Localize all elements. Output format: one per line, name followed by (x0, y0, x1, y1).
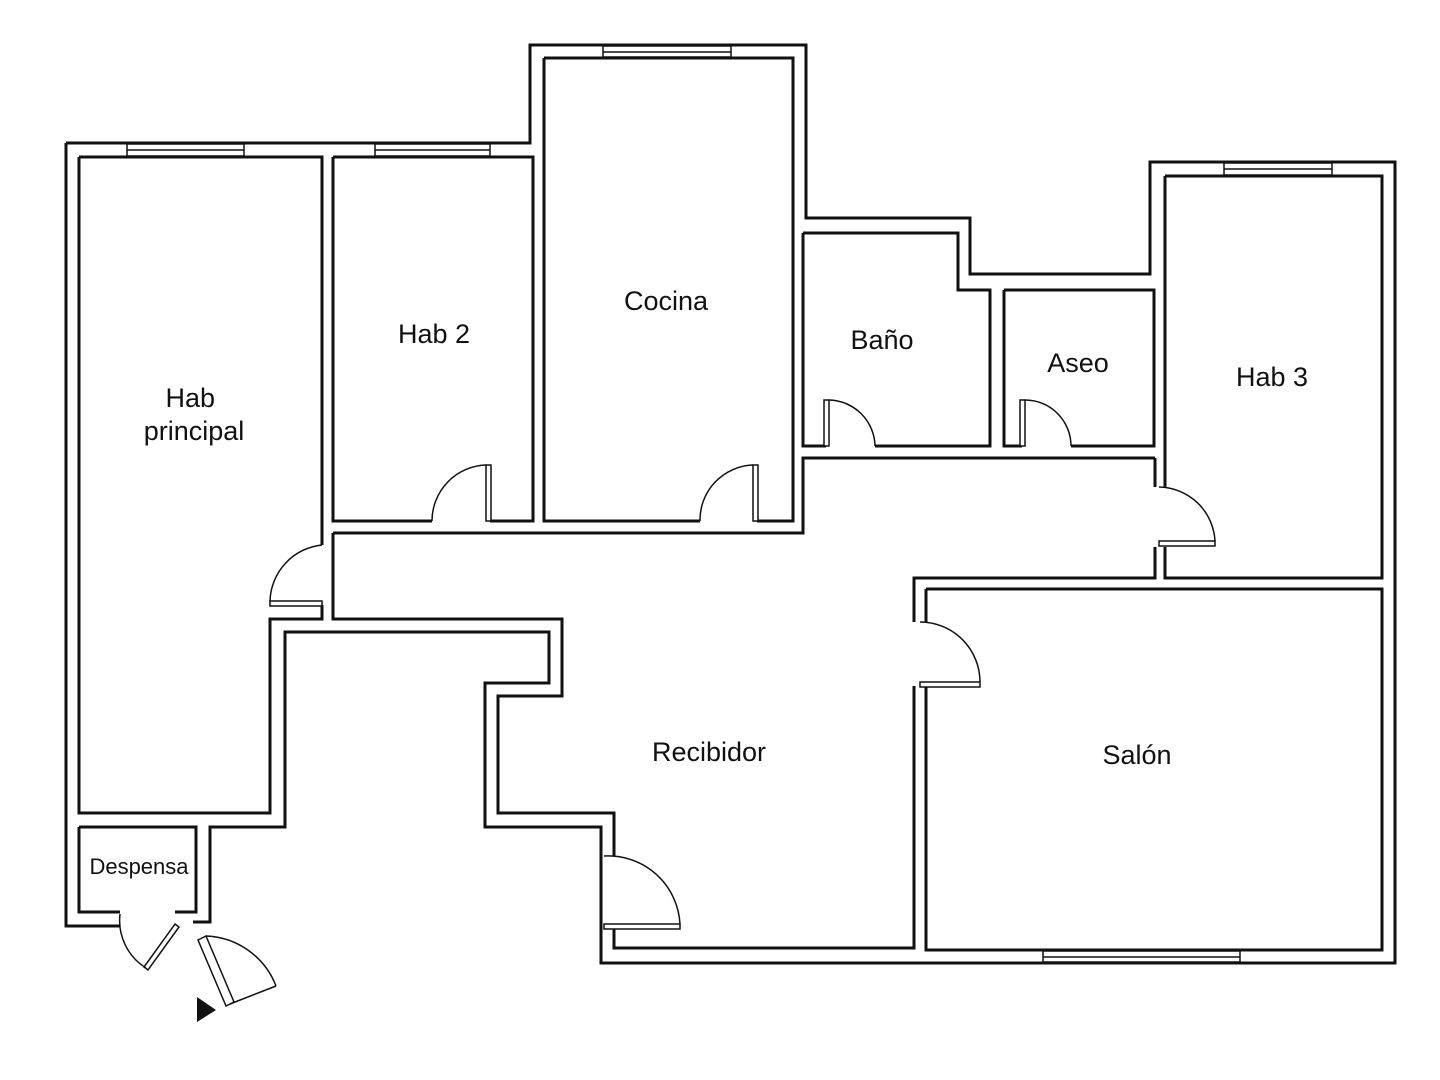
windows (126, 45, 1333, 963)
room-labels: Hab principal Hab 2 Cocina Baño Aseo Hab… (89, 286, 1308, 879)
door-entrance (197, 934, 277, 1008)
entrance-arrow-icon (197, 997, 216, 1022)
room-label-salon: Salón (1102, 740, 1171, 770)
door-hab-2 (431, 464, 492, 522)
room-label-bano: Baño (850, 325, 913, 355)
walls (64, 43, 1397, 965)
room-label-despensa: Despensa (89, 854, 189, 879)
door-aseo (1019, 399, 1072, 447)
door-hab-3 (1158, 486, 1216, 547)
room-label-recibidor: Recibidor (652, 737, 766, 767)
door-salon (919, 621, 981, 688)
room-label-aseo: Aseo (1047, 348, 1109, 378)
door-despensa (118, 913, 181, 972)
room-label-hab-principal: Hab principal (144, 383, 245, 446)
room-label-hab-3: Hab 3 (1236, 362, 1308, 392)
room-label-cocina: Cocina (624, 286, 709, 316)
doors (118, 399, 1216, 1008)
door-recibidor (603, 855, 681, 930)
room-label-hab-2: Hab 2 (398, 319, 470, 349)
door-bano (823, 399, 876, 447)
door-cocina (699, 464, 759, 522)
door-hab-principal (269, 544, 323, 607)
